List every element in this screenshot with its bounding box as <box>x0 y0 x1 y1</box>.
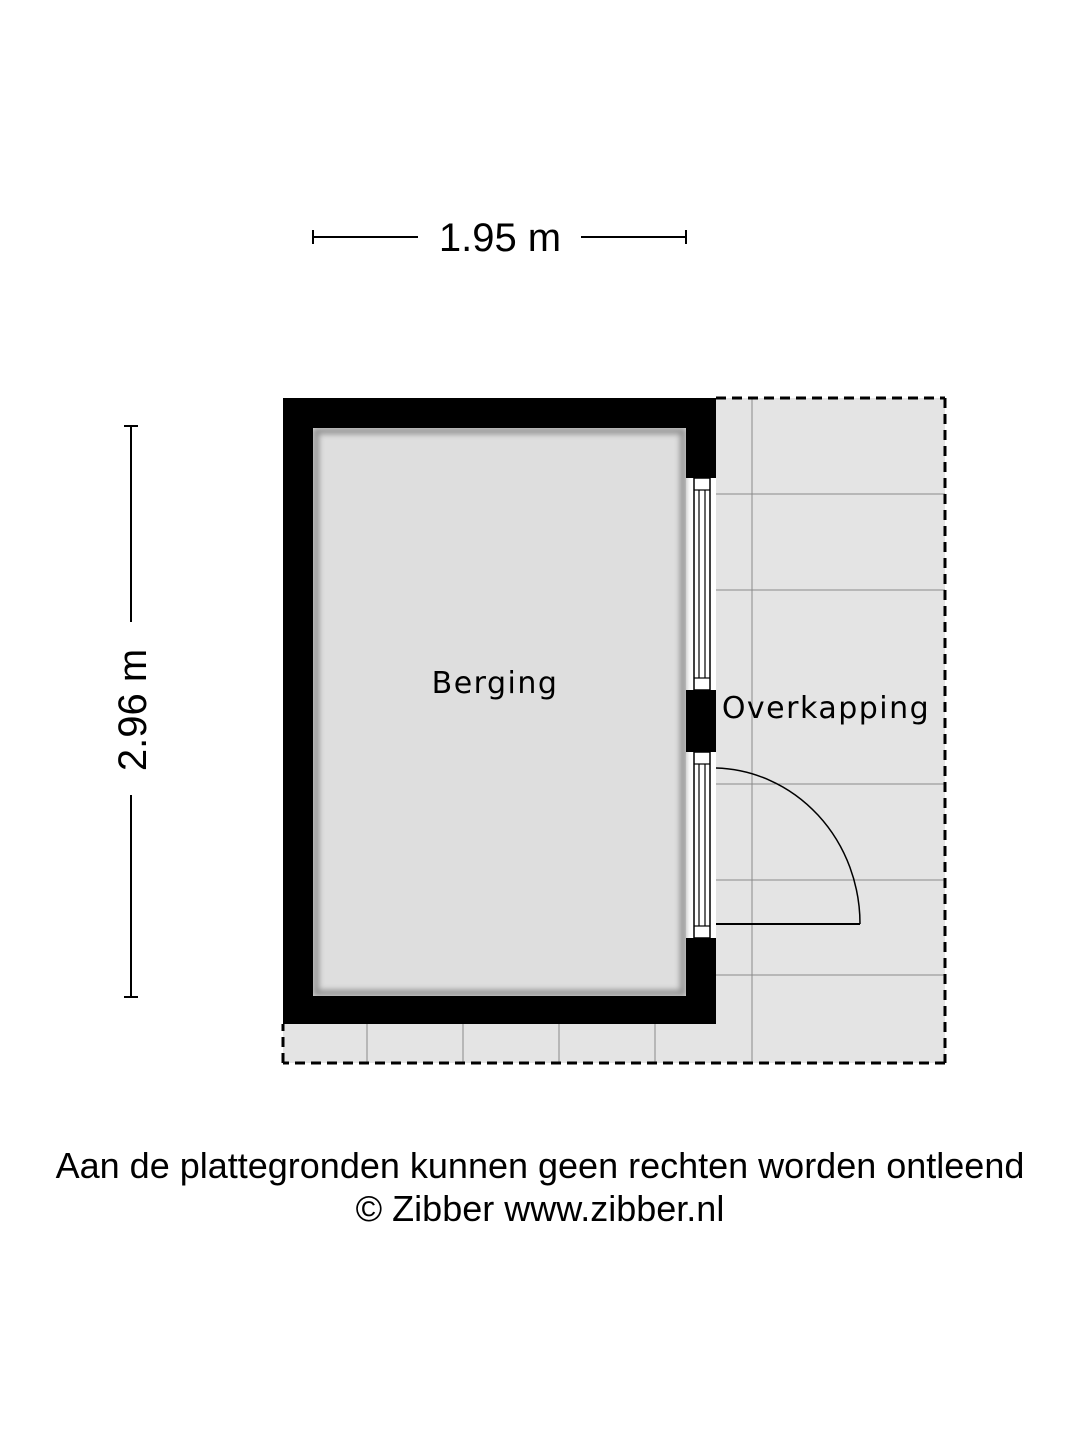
walls <box>283 398 716 1024</box>
overkapping-outline <box>281 396 947 1065</box>
door <box>693 751 861 939</box>
width-dimension-label: 1.95 m <box>439 216 561 260</box>
room-label-berging: Berging <box>432 666 559 701</box>
door-swing-arc <box>715 767 861 925</box>
height-dimension-label: 2.96 m <box>111 649 155 771</box>
tile-lines <box>366 398 945 1063</box>
disclaimer-text: Aan de plattegronden kunnen geen rechten… <box>56 1145 1025 1186</box>
width-dimension: 1.95 m <box>312 216 687 260</box>
window <box>693 477 711 691</box>
copyright-text: © Zibber www.zibber.nl <box>356 1188 725 1229</box>
berging-floor <box>313 428 686 996</box>
height-dimension: 2.96 m <box>111 425 155 998</box>
room-label-overkapping: Overkapping <box>722 691 930 726</box>
overkapping-area <box>281 396 947 1065</box>
